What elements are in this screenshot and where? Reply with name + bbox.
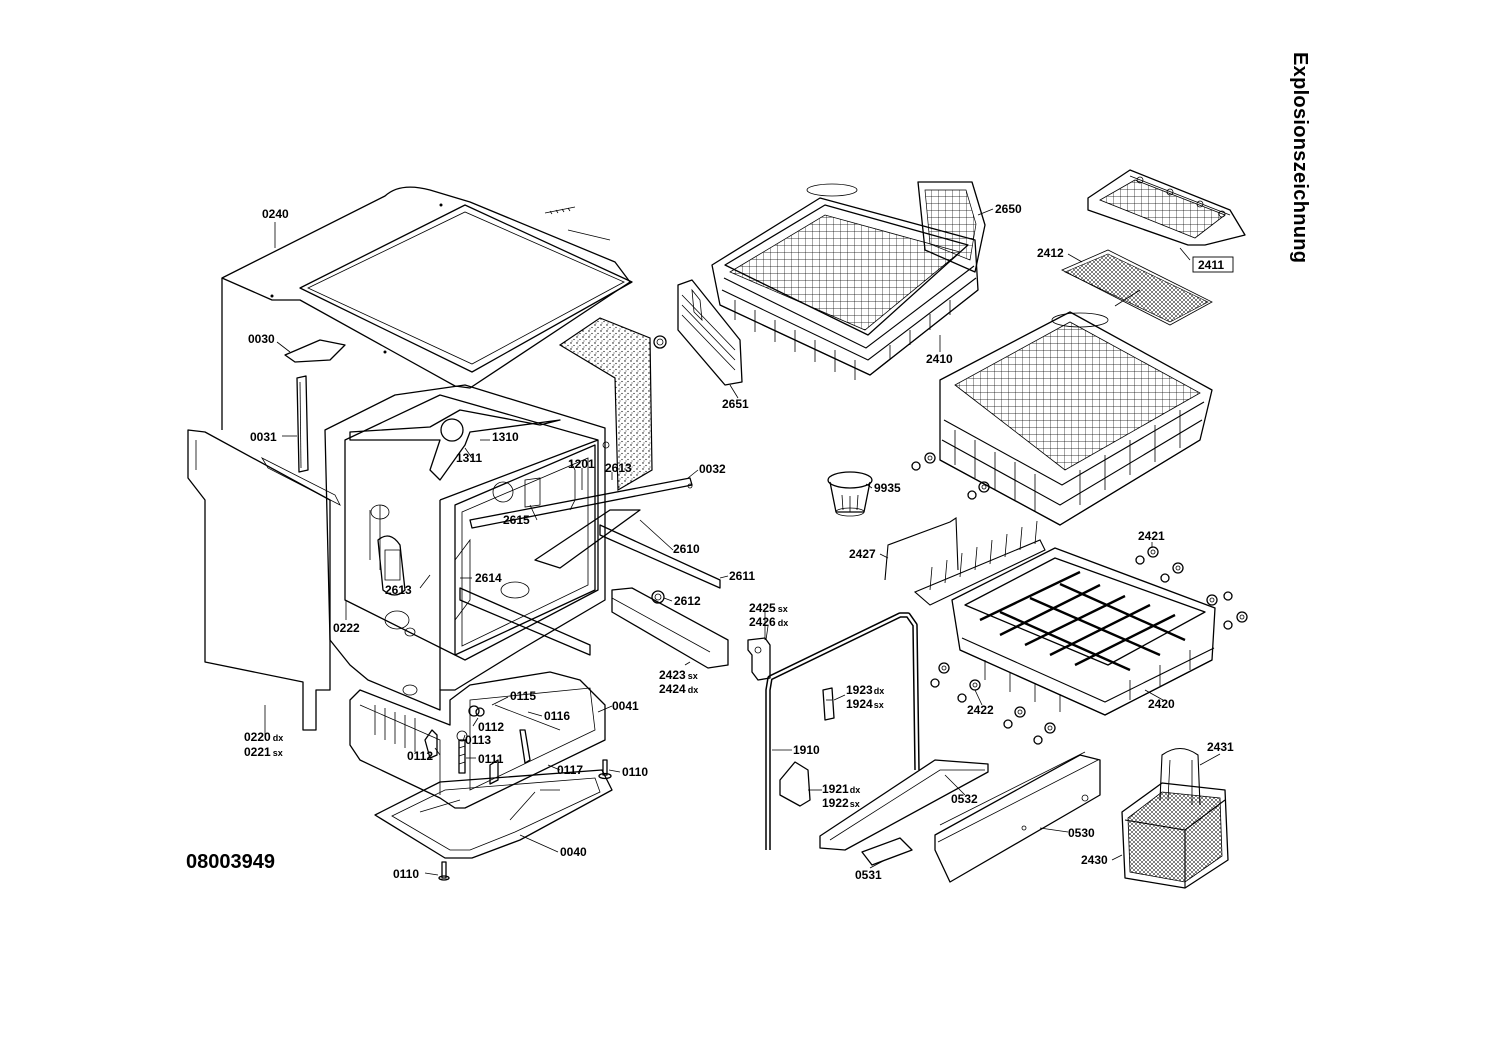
label-0530: 0530 — [1068, 826, 1095, 840]
base-plate-part — [374, 769, 613, 859]
label-2613-lower: 2613 — [385, 583, 412, 597]
leader-lines — [264, 208, 1221, 876]
label-0531: 0531 — [855, 868, 882, 882]
basket-rail-2651 — [653, 279, 743, 386]
label-2615: 2615 — [503, 513, 530, 527]
drawing-title: Explosionszeichnung — [1289, 52, 1311, 264]
label-0112-left: 0112 — [407, 749, 433, 763]
cup-rack-2650 — [917, 181, 986, 273]
label-box-2411 — [1192, 256, 1234, 273]
upper-basket-group — [653, 181, 986, 386]
label-1922-sx: 1922sx — [822, 796, 860, 810]
label-0031: 0031 — [250, 430, 277, 444]
label-1921-dx: 1921dx — [822, 782, 860, 796]
side-panel-part — [187, 429, 341, 731]
clip-0531 — [861, 837, 913, 866]
bracket-1921 — [779, 761, 811, 807]
label-1201: 1201 — [568, 457, 595, 471]
label-0240: 0240 — [262, 207, 289, 221]
label-0111: 0111 — [478, 752, 504, 766]
label-9935: 9935 — [874, 481, 901, 495]
middle-basket-group — [911, 311, 1213, 526]
label-2611: 2611 — [729, 569, 755, 583]
label-2610: 2610 — [673, 542, 700, 556]
tub-body-part — [324, 384, 729, 711]
cutlery-tray-2411 — [1087, 169, 1246, 246]
label-1924-sx: 1924sx — [846, 697, 884, 711]
label-0113: 0113 — [465, 733, 491, 747]
label-2430: 2430 — [1081, 853, 1108, 867]
label-2650: 2650 — [995, 202, 1022, 216]
label-0110-bottom: 0110 — [393, 867, 419, 881]
label-2613-upper: 2613 — [605, 461, 632, 475]
cutlery-basket-2430 — [1121, 747, 1229, 889]
folding-rack — [913, 520, 1046, 606]
wire-holder-2427 — [884, 516, 959, 581]
label-2612: 2612 — [674, 594, 701, 608]
insulation-mat — [558, 317, 653, 492]
label-0040: 0040 — [560, 845, 587, 859]
part-labels: 0240 0030 0031 1310 1311 1201 2613 0032 … — [244, 202, 1234, 882]
label-0030: 0030 — [248, 332, 275, 346]
label-0110-right: 0110 — [622, 765, 648, 779]
label-1923-dx: 1923dx — [846, 683, 884, 697]
dosing-cup-9935 — [827, 471, 873, 517]
label-0041: 0041 — [612, 699, 639, 713]
rear-strip-part — [284, 339, 346, 473]
label-0532: 0532 — [951, 792, 978, 806]
document-number: 08003949 — [186, 851, 275, 873]
label-2651: 2651 — [722, 397, 749, 411]
hinge-2425 — [747, 637, 771, 681]
label-2410: 2410 — [926, 352, 953, 366]
label-0117: 0117 — [557, 763, 583, 777]
label-2411: 2411 — [1198, 258, 1224, 272]
label-0116: 0116 — [544, 709, 570, 723]
label-1910: 1910 — [793, 743, 820, 757]
label-2420: 2420 — [1148, 697, 1175, 711]
label-2614: 2614 — [475, 571, 502, 585]
label-0222: 0222 — [333, 621, 360, 635]
label-2422: 2422 — [967, 703, 994, 717]
label-1310: 1310 — [492, 430, 519, 444]
label-2421: 2421 — [1138, 529, 1165, 543]
rack-insert-2412 — [1061, 249, 1213, 326]
base-part — [349, 671, 606, 809]
label-0032: 0032 — [699, 462, 726, 476]
top-cover-part — [221, 186, 633, 430]
label-1311: 1311 — [456, 451, 482, 465]
lower-basket-group — [930, 546, 1248, 745]
label-2431: 2431 — [1207, 740, 1234, 754]
cutlery-tray-group — [1061, 169, 1246, 326]
bracket-1923 — [822, 687, 835, 721]
label-2427: 2427 — [849, 547, 876, 561]
label-0112-right: 0112 — [478, 720, 504, 734]
cabinet-group — [187, 186, 729, 881]
panel-0530 — [934, 751, 1101, 883]
bar-0532 — [819, 759, 989, 851]
label-0115: 0115 — [510, 689, 536, 703]
door-seal-1910 — [765, 612, 920, 850]
label-2412: 2412 — [1037, 246, 1064, 260]
